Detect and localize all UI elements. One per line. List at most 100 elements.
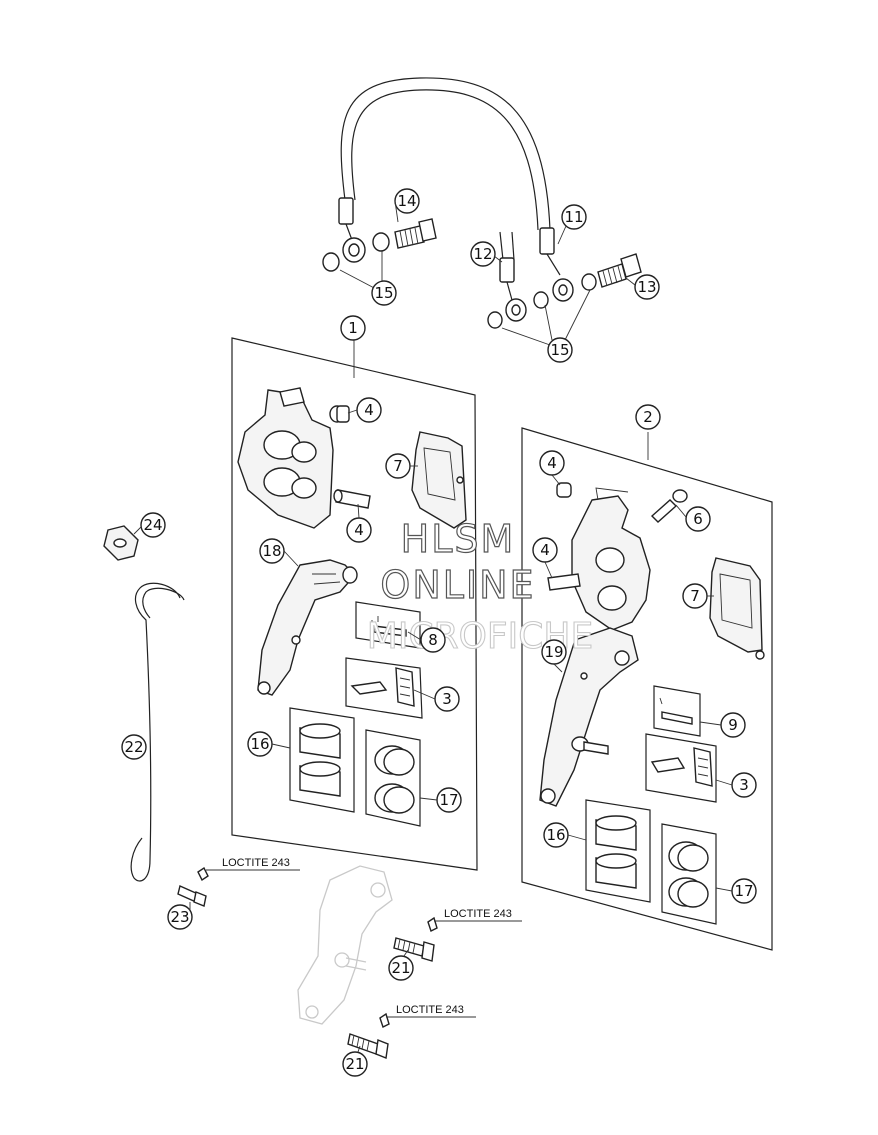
callout-16a: 16 <box>247 731 273 757</box>
callout-16b: 16 <box>543 822 569 848</box>
callout-8: 8 <box>420 627 446 653</box>
kit-panel-2 <box>521 427 773 951</box>
callout-17a: 17 <box>436 787 462 813</box>
bleeder-cap-4a <box>329 405 350 423</box>
watermark-line-2: ONLINE <box>380 563 535 607</box>
spring-kit-3b <box>645 733 717 803</box>
banjo-fitting-right <box>487 273 597 329</box>
svg-text:11: 11 <box>564 208 583 226</box>
loctite-note-1: LOCTITE 243 <box>206 857 300 871</box>
svg-text:4: 4 <box>547 454 557 472</box>
seal-kit-17b <box>661 823 717 925</box>
callout-17b: 17 <box>731 878 757 904</box>
callout-7b: 7 <box>682 583 708 609</box>
svg-text:4: 4 <box>540 541 550 559</box>
svg-text:3: 3 <box>442 690 452 708</box>
svg-text:4: 4 <box>354 521 364 539</box>
callout-22: 22 <box>121 734 147 760</box>
banjo-fitting-left <box>322 232 390 272</box>
caliper-1 <box>237 387 334 529</box>
svg-text:7: 7 <box>393 457 403 475</box>
loctite-note-3: LOCTITE 243 <box>386 1004 476 1018</box>
grommet-24 <box>103 525 139 561</box>
spring-kit-3a <box>345 657 423 719</box>
bolt-23 <box>177 866 209 907</box>
svg-text:24: 24 <box>143 516 162 534</box>
callout-3a: 3 <box>434 686 460 712</box>
bolt-21a <box>393 916 438 962</box>
seal-kit-17a <box>365 729 421 827</box>
svg-text:3: 3 <box>739 776 749 794</box>
callout-13: 13 <box>634 274 660 300</box>
svg-text:22: 22 <box>124 738 143 756</box>
callout-15b: 15 <box>547 337 573 363</box>
callout-11: 11 <box>561 204 587 230</box>
callout-15a: 15 <box>371 280 397 306</box>
svg-text:17: 17 <box>734 882 753 900</box>
callout-18: 18 <box>259 538 285 564</box>
slide-pin-4b <box>333 489 371 509</box>
callout-19: 19 <box>541 639 567 665</box>
piston-kit-16a <box>289 707 355 813</box>
svg-text:9: 9 <box>728 716 738 734</box>
svg-text:7: 7 <box>690 587 700 605</box>
banjo-bolt-13 <box>597 253 642 288</box>
brake-line-12 <box>499 231 515 301</box>
callout-9: 9 <box>720 712 746 738</box>
svg-text:21: 21 <box>345 1055 364 1073</box>
callout-1: 1 <box>340 315 366 341</box>
callout-7a: 7 <box>385 453 411 479</box>
svg-text:1: 1 <box>348 319 358 337</box>
callout-6: 6 <box>685 506 711 532</box>
callout-24: 24 <box>140 512 166 538</box>
brake-hose <box>338 77 561 276</box>
svg-text:23: 23 <box>170 908 189 926</box>
svg-text:6: 6 <box>693 510 703 528</box>
watermark-line-1: HLSM <box>401 517 516 561</box>
callout-12: 12 <box>470 241 496 267</box>
callout-4c: 4 <box>539 450 565 476</box>
svg-text:2: 2 <box>643 408 653 426</box>
callout-21a: 21 <box>388 955 414 981</box>
faded-bracket <box>297 865 393 1025</box>
callout-4a: 4 <box>356 397 382 423</box>
callout-14: 14 <box>394 188 420 214</box>
svg-text:17: 17 <box>439 791 458 809</box>
bleeder-cap-4c <box>556 482 572 498</box>
svg-text:21: 21 <box>391 959 410 977</box>
svg-text:4: 4 <box>364 401 374 419</box>
loctite-label: LOCTITE 243 <box>396 1004 464 1016</box>
svg-text:12: 12 <box>473 245 492 263</box>
wire-clip-22 <box>130 582 185 882</box>
callout-4d: 4 <box>532 537 558 563</box>
svg-text:8: 8 <box>428 631 438 649</box>
loctite-label: LOCTITE 243 <box>444 908 512 920</box>
caliper-bracket-19 <box>539 627 639 807</box>
svg-text:16: 16 <box>546 826 565 844</box>
caliper-bracket-18 <box>257 559 358 696</box>
svg-text:18: 18 <box>262 542 281 560</box>
svg-text:16: 16 <box>250 735 269 753</box>
callouts: 14 11 12 13 15 15 1 2 4 7 4 4 6 4 7 24 1… <box>121 188 757 1077</box>
svg-text:15: 15 <box>550 341 569 359</box>
callout-4b: 4 <box>346 517 372 543</box>
callout-2: 2 <box>635 404 661 430</box>
caliper-2 <box>547 487 651 631</box>
callout-21b: 21 <box>342 1051 368 1077</box>
brake-pad-7b <box>709 557 765 660</box>
banjo-bolt-14 <box>394 218 437 249</box>
loctite-note-2: LOCTITE 243 <box>434 908 522 922</box>
kit-panel-1 <box>231 337 478 871</box>
callout-3b: 3 <box>731 772 757 798</box>
loctite-label: LOCTITE 243 <box>222 857 290 869</box>
bolt-21b <box>347 1012 390 1059</box>
svg-text:13: 13 <box>637 278 656 296</box>
pin-kit-8 <box>355 601 421 649</box>
brake-pad-7a <box>411 431 467 529</box>
svg-text:19: 19 <box>544 643 563 661</box>
bleeder-valve-6 <box>650 489 688 523</box>
callout-23: 23 <box>167 904 193 930</box>
svg-text:14: 14 <box>397 192 416 210</box>
svg-text:15: 15 <box>374 284 393 302</box>
